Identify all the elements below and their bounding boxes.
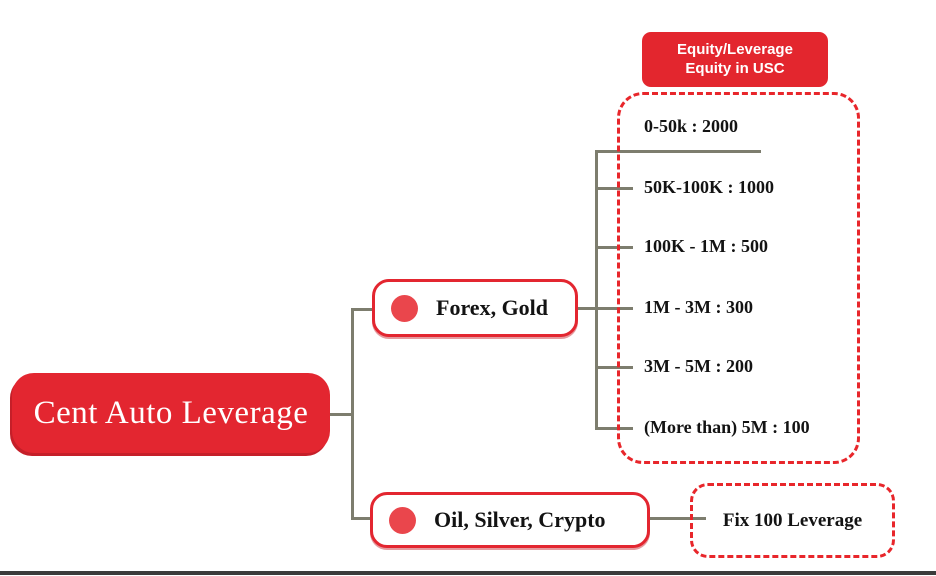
connector-fix-stub bbox=[650, 517, 706, 520]
connector-tier-tick-2 bbox=[595, 187, 633, 190]
tier-label-1m-3m: 1M - 3M : 300 bbox=[644, 297, 753, 317]
connector-tier-underline-1 bbox=[595, 150, 761, 153]
fix-leverage-label: Fix 100 Leverage bbox=[722, 509, 863, 531]
connector-forex-right-stub bbox=[576, 307, 598, 310]
connector-tier-tick-3 bbox=[595, 246, 633, 249]
leverage-header-line2: Equity in USC bbox=[685, 59, 785, 77]
connector-forex-branch bbox=[351, 308, 374, 311]
leverage-header-badge: Equity/Leverage Equity in USC bbox=[642, 32, 828, 87]
fix-leverage-box: Fix 100 Leverage bbox=[690, 483, 895, 558]
tier-label-0-50k: 0-50k : 2000 bbox=[644, 116, 738, 136]
leverage-header-line1: Equity/Leverage bbox=[677, 40, 793, 58]
tier-label-50k-100k: 50K-100K : 1000 bbox=[644, 177, 774, 197]
root-node-cent-auto-leverage: Cent Auto Leverage bbox=[12, 373, 330, 453]
connector-oil-branch bbox=[351, 517, 372, 520]
connector-tier-tick-5 bbox=[595, 366, 633, 369]
red-bullet-icon bbox=[391, 294, 418, 322]
connector-tier-bracket bbox=[595, 150, 598, 430]
branch-label: Oil, Silver, Crypto bbox=[434, 507, 606, 532]
root-node-label: Cent Auto Leverage bbox=[33, 394, 309, 431]
tier-label-100k-1m: 100K - 1M : 500 bbox=[644, 236, 768, 256]
tier-label-3m-5m: 3M - 5M : 200 bbox=[644, 356, 753, 376]
connector-main-bracket bbox=[351, 308, 354, 520]
branch-label: Forex, Gold bbox=[436, 295, 549, 320]
connector-root-stub bbox=[330, 413, 353, 416]
connector-tier-tick-4 bbox=[595, 307, 633, 310]
tier-label-more-than-5m: (More than) 5M : 100 bbox=[644, 417, 810, 437]
bottom-edge-bar bbox=[0, 571, 936, 575]
branch-node-forex-gold: Forex, Gold bbox=[372, 279, 578, 337]
connector-tier-tick-6 bbox=[595, 427, 633, 430]
branch-node-oil-silver-crypto: Oil, Silver, Crypto bbox=[370, 492, 650, 548]
leverage-tier-box bbox=[617, 92, 860, 464]
red-bullet-icon bbox=[389, 506, 416, 534]
